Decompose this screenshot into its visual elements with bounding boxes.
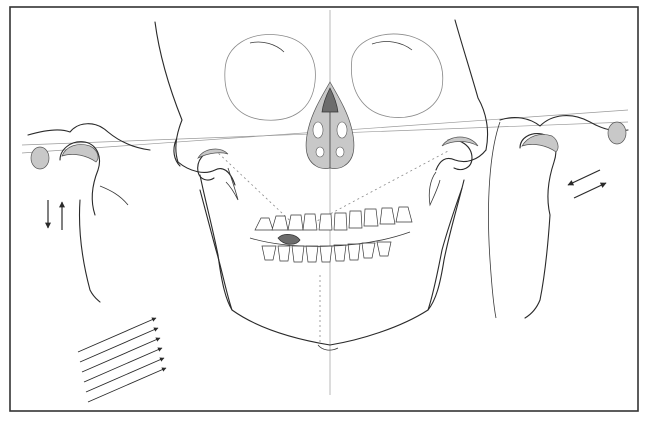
lower-tooth xyxy=(306,246,318,262)
upper-tooth xyxy=(334,213,347,230)
lower-tooth xyxy=(320,246,332,262)
right-ear-canal xyxy=(608,122,626,144)
right-meatus xyxy=(336,147,344,157)
upper-tooth xyxy=(380,208,395,224)
left-concha xyxy=(313,122,323,138)
figure-frame xyxy=(10,7,638,411)
lower-tooth xyxy=(334,245,346,261)
upper-tooth xyxy=(303,214,317,230)
lower-tooth xyxy=(278,246,290,261)
left-ear-canal xyxy=(31,147,49,169)
upper-tooth xyxy=(364,209,378,226)
upper-tooth xyxy=(319,214,332,230)
left-meatus xyxy=(316,147,324,157)
right-concha xyxy=(337,122,347,138)
lower-tooth xyxy=(292,246,304,262)
upper-tooth xyxy=(288,215,303,230)
upper-tooth xyxy=(349,211,362,228)
lower-tooth xyxy=(348,244,360,260)
